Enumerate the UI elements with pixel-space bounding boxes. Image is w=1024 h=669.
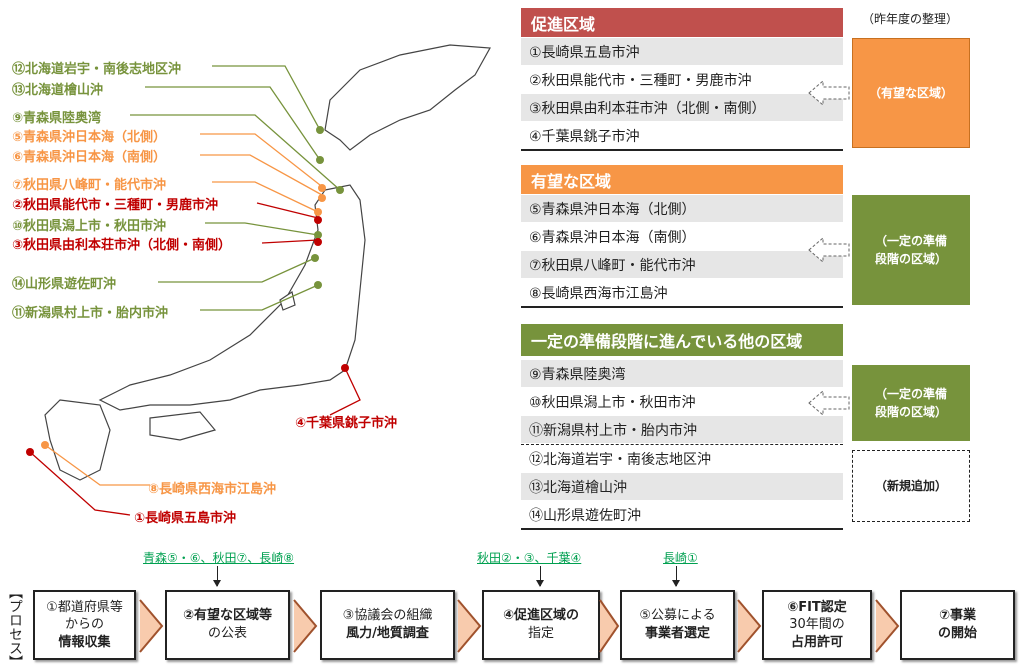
chevron-icon [139,599,164,653]
section-header-preparation: 一定の準備段階に進んでいる他の区域 [521,324,843,356]
step-text: の開始 [937,626,977,641]
step-text: ⑤公募による [639,608,716,624]
table-row: ①長崎県五島市沖 [521,38,843,66]
side-box-promising: （有望な区域） [852,38,970,148]
process-step-3: ③協議会の組織風力/地質調査 [320,590,455,660]
table-row: ⑤青森県沖日本海（北側） [521,195,843,223]
side-box-preparation: （一定の準備 段階の区域） [852,195,970,305]
process-step-5: ⑤公募による事業者選定 [620,590,735,660]
map-label: ⑦秋田県八峰町・能代市沖 [12,178,167,193]
chevron-icon [457,599,482,653]
step-text: ②有望な区域等 [182,608,272,624]
section-header-promotion: 促進区域 [521,8,843,37]
step-text: ⑥FIT認定 [787,599,847,615]
process-note: 秋田②・③、千葉④ [477,551,582,565]
step-text: ④促進区域の [502,608,579,624]
table-row: ⑫北海道岩宇・南後志地区沖 [521,445,843,473]
kyushu [44,399,111,481]
map-label: ⑨青森県陸奥湾 [12,111,102,126]
step-text: 占用許可 [790,634,843,650]
chevron-icon [599,599,620,653]
table-row: ⑨青森県陸奥湾 [521,360,843,388]
arrow-down-icon [672,566,680,587]
step-text: の公表 [207,626,247,641]
table-row: ⑪新潟県村上市・胎内市沖 [521,416,843,444]
table-row: ②秋田県能代市・三種町・男鹿市沖 [521,66,843,94]
map-label: ⑭山形県遊佐町沖 [12,277,117,292]
map-label: ①長崎県五島市沖 [134,511,237,526]
step-text: からの [64,617,104,633]
table-row: ⑥青森県沖日本海（南側） [521,223,843,251]
map-label: ⑬北海道檜山沖 [12,83,104,98]
process-step-6: ⑥FIT認定 30年間の占用許可 [762,590,872,660]
process-note: 長崎① [663,551,698,565]
map-label: ②秋田県能代市・三種町・男鹿市沖 [12,198,219,213]
step-text: 指定 [527,626,554,641]
map-label: ④千葉県銚子市沖 [295,416,398,431]
chevron-icon [293,599,318,653]
table-row: ⑦秋田県八峰町・能代市沖 [521,251,843,279]
divider [521,528,843,530]
table-row: ③秋田県由利本荘市沖（北側・南側） [521,94,843,122]
step-text: 30年間の [789,617,845,633]
process-note: 青森⑤・⑥、秋田⑦、長崎⑧ [143,551,295,565]
process-step-2: ②有望な区域等の公表 [165,590,290,660]
map-label: ⑥青森県沖日本海（南側） [12,150,167,165]
map-label: ⑫北海道岩宇・南後志地区沖 [12,62,182,77]
step-text: 事業者選定 [644,626,710,641]
table-row: ⑬北海道檜山沖 [521,473,843,501]
step-text: 情報収集 [58,634,111,650]
process-step-1: ①都道府県等からの情報収集 [33,590,136,660]
arrow-down-icon [536,566,544,587]
dashed-divider [521,444,843,445]
map-label: ③秋田県由利本荘市沖（北側・南側） [12,238,232,253]
side-box-preparation-2: （一定の準備 段階の区域） [852,365,970,441]
shikoku [149,411,217,441]
process-step-7: ⑦事業の開始 [900,590,1015,660]
step-text: ⑦事業 [938,608,976,624]
step-text: ①都道府県等 [46,599,123,615]
dashed-left-arrows [808,79,850,417]
divider [521,149,843,151]
section-header-promising: 有望な区域 [521,165,843,194]
process-step-4: ④促進区域の指定 [482,590,600,660]
map-label: ⑩秋田県潟上市・秋田市沖 [12,219,167,234]
step-text: 風力/地質調査 [346,626,429,641]
step-text: ③協議会の組織 [342,608,433,624]
chevron-icon [737,599,762,653]
table-row: ⑭山形県遊佐町沖 [521,501,843,529]
table-row: ⑧長崎県西海市江島沖 [521,279,843,307]
side-box-new: （新規追加） [852,450,970,522]
table-row: ⑩秋田県潟上市・秋田市沖 [521,388,843,416]
map-label: ⑤青森県沖日本海（北側） [12,130,167,145]
map-label: ⑧長崎県西海市江島沖 [148,482,277,497]
map-label: ⑪新潟県村上市・胎内市沖 [12,306,169,321]
process-label: 【プロセス】 [7,585,23,669]
note-previous-year: （昨年度の整理） [862,12,959,26]
divider [521,306,843,308]
hokkaido [324,44,491,151]
table-row: ④千葉県銚子市沖 [521,122,843,150]
chevron-icon [875,599,900,653]
japan-map [26,44,491,516]
arrow-down-icon [213,566,221,587]
